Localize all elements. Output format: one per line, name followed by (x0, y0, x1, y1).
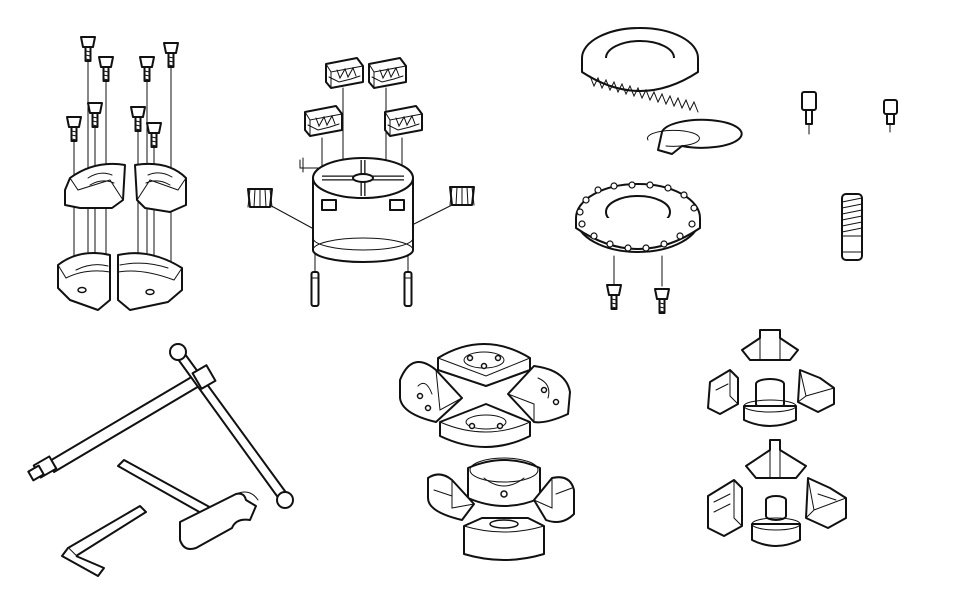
wrench-icon (27, 343, 294, 577)
soft-jaws-icon (57, 36, 187, 311)
stepped-jaws-icon (707, 329, 847, 547)
segment-jaws-icon (399, 343, 575, 561)
gear-ring-icon (575, 27, 743, 314)
chuck-icon (247, 57, 475, 307)
screw-icon (801, 91, 898, 261)
